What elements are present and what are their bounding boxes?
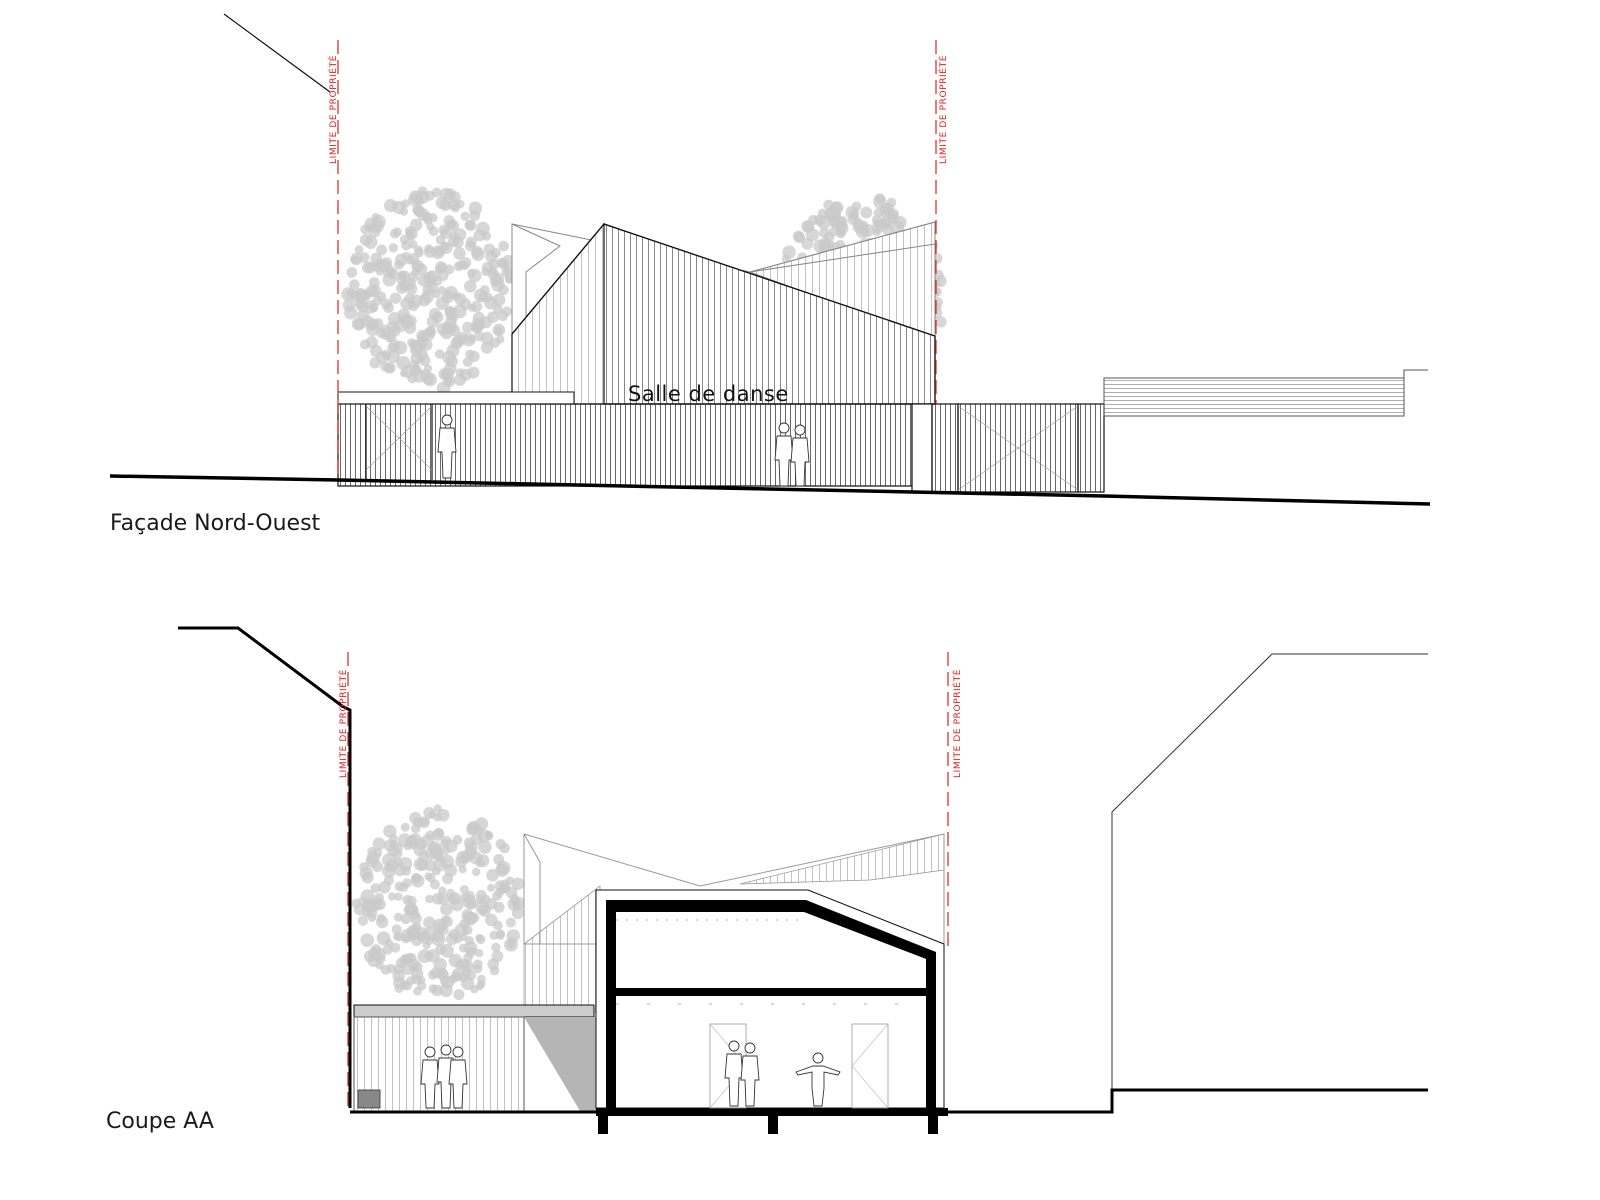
section-drawing: LIMITE DE PROPRIÉTÉ LIMITE DE PROPRIÉTÉ …	[106, 626, 1428, 1134]
property-limit-label: LIMITE DE PROPRIÉTÉ	[951, 669, 963, 778]
street-fence	[337, 403, 1105, 493]
property-limit-right-section: LIMITE DE PROPRIÉTÉ	[947, 652, 963, 946]
property-limit-label: LIMITE DE PROPRIÉTÉ	[937, 55, 949, 164]
tree-section	[351, 804, 526, 1001]
property-limit-label: LIMITE DE PROPRIÉTÉ	[327, 55, 339, 164]
ground-line-elevation	[109, 474, 1431, 506]
human-silhouettes-hall	[724, 1040, 760, 1107]
neighbour-roof-line	[223, 13, 331, 93]
elevation-caption: Façade Nord-Ouest	[110, 511, 321, 536]
human-silhouette	[437, 414, 457, 479]
dance-hall-volume	[511, 222, 936, 405]
property-limit-label: LIMITE DE PROPRIÉTÉ	[337, 669, 349, 778]
property-limit-left-elevation: LIMITE DE PROPRIÉTÉ	[327, 40, 339, 480]
property-limit-right-elevation: LIMITE DE PROPRIÉTÉ	[935, 40, 949, 404]
property-limit-left-section: LIMITE DE PROPRIÉTÉ	[337, 652, 349, 1106]
neighbour-building-right	[1103, 369, 1428, 417]
elevation-drawing: Salle de danse	[109, 13, 1431, 536]
ground-line-section	[350, 1088, 1428, 1114]
section-caption: Coupe AA	[106, 1109, 214, 1134]
building-sign: Salle de danse	[628, 382, 789, 406]
human-silhouettes-couple	[774, 422, 810, 487]
covered-patio	[353, 1004, 600, 1112]
neighbour-profile-right	[1111, 653, 1428, 1090]
left-canopy	[337, 391, 575, 405]
dancer-silhouette	[795, 1052, 841, 1107]
human-silhouettes-patio	[420, 1044, 468, 1109]
tree-left-elevation	[341, 186, 518, 396]
neighbour-profile-left	[178, 626, 352, 1108]
dance-hall-section-cut	[595, 889, 948, 1134]
